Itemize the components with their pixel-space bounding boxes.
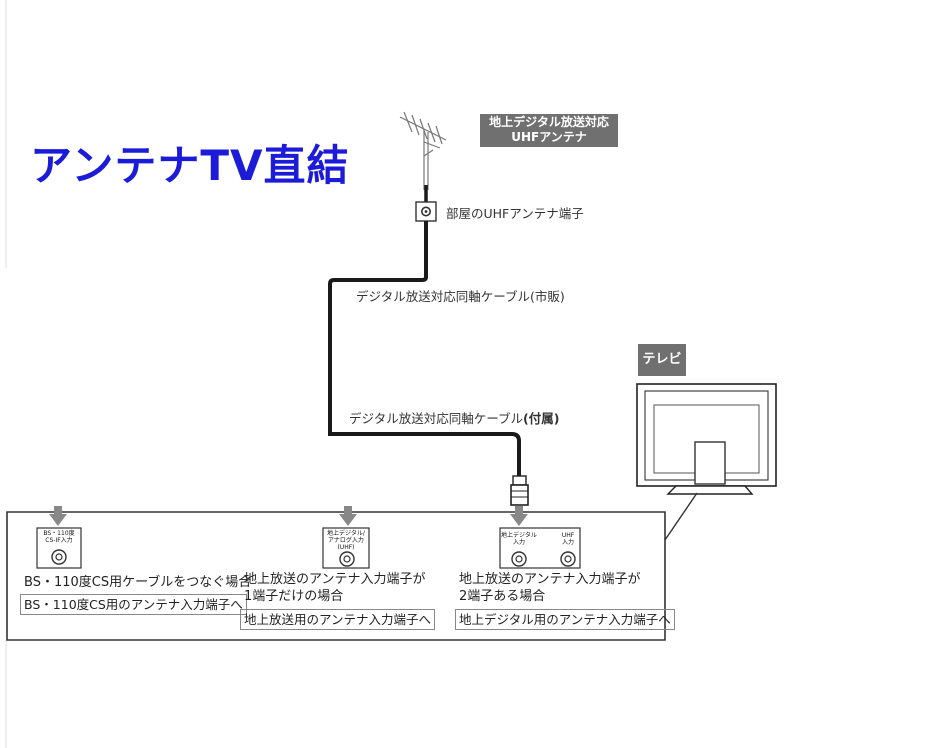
port-label-line: 入力 <box>512 539 525 546</box>
port-label-line: UHF <box>561 532 575 539</box>
tv-label: テレビ <box>638 344 686 376</box>
port-label-line: 地上デジタル <box>501 532 537 539</box>
panel-1-description: BS・110度CS用ケーブルをつなぐ場合 <box>24 575 252 590</box>
port-block-terrestrial-dual <box>499 527 581 569</box>
port-label-line: 地上デジタル/ <box>327 530 365 537</box>
port-label-line: BS・110度 <box>43 530 75 537</box>
antenna-label-line-1: 地上デジタル放送対応 <box>489 115 609 129</box>
port-block-terrestrial-single <box>322 527 370 569</box>
down-arrow-icons <box>49 506 528 526</box>
cable-label-sold: デジタル放送対応同軸ケーブル(市販) <box>356 289 565 304</box>
antenna-label: 地上デジタル放送対応 UHFアンテナ <box>480 114 618 147</box>
panel-2-description-line-1: 地上放送のアンテナ入力端子が <box>244 572 426 587</box>
panel-1-instruction: BS・110度CS用のアンテナ入力端子へ <box>20 594 247 615</box>
callout-line <box>664 492 698 541</box>
port-label-digital: 地上デジタル 入力 <box>501 532 537 546</box>
antenna-label-line-2: UHFアンテナ <box>511 130 587 144</box>
panel-2-description: 地上放送のアンテナ入力端子が 1端子だけの場合 <box>244 571 425 605</box>
port-label-uhf: UHF 入力 <box>552 532 584 546</box>
panel-3-instruction: 地上デジタル用のアンテナ入力端子へ <box>455 609 675 630</box>
coaxial-cable <box>328 221 521 478</box>
room-terminal-label: 部屋のUHFアンテナ端子 <box>446 206 584 221</box>
panel-3-description: 地上放送のアンテナ入力端子が 2端子ある場合 <box>459 571 640 605</box>
cable-label-included: デジタル放送対応同軸ケーブル(付属) <box>349 408 559 427</box>
port-label-line: 入力 <box>561 539 574 546</box>
panel-3-description-line-1: 地上放送のアンテナ入力端子が <box>459 572 641 587</box>
port-label-line: CS-IF入力 <box>45 537 73 544</box>
port-label-terrestrial: 地上デジタル/ アナログ入力 (UHF) <box>324 530 368 551</box>
down-arrow-icon <box>510 506 528 526</box>
port-label-bs-cs: BS・110度 CS-IF入力 <box>38 530 80 544</box>
uhf-antenna-icon <box>399 111 447 190</box>
cable-label-included-text: デジタル放送対応同軸ケーブル <box>349 411 524 426</box>
panel-2-instruction: 地上放送用のアンテナ入力端子へ <box>240 609 436 630</box>
down-arrow-icon <box>49 506 67 526</box>
panel-3-description-line-2: 2端子ある場合 <box>459 589 546 604</box>
port-block-bs-cs <box>36 527 82 569</box>
room-antenna-terminal-icon <box>415 201 437 222</box>
coax-plug-icon <box>510 475 529 506</box>
panel-2-description-line-2: 1端子だけの場合 <box>244 589 344 604</box>
tv-rear-icon <box>636 383 777 495</box>
page-title: アンテナTV直結 <box>30 141 350 190</box>
down-arrow-icon <box>339 506 357 526</box>
port-label-line: アナログ入力 <box>328 537 364 544</box>
port-label-line: (UHF) <box>337 544 355 551</box>
cable-label-included-suffix: (付属) <box>523 411 560 426</box>
